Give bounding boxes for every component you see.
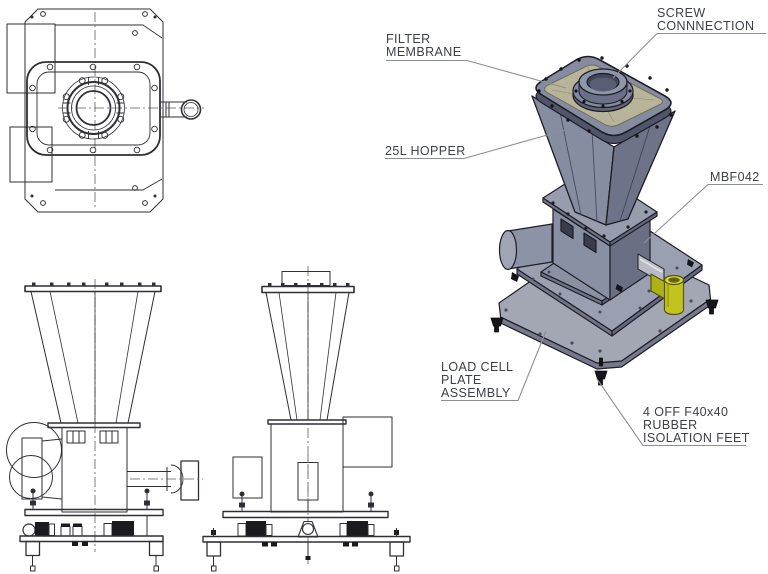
callout-25l-hopper: 25L HOPPER xyxy=(385,145,466,158)
upper-plate xyxy=(222,510,389,519)
motor-housing-side xyxy=(342,416,393,468)
top-view xyxy=(6,8,204,213)
leader-isolation-feet xyxy=(596,378,746,447)
upper-plate-holes xyxy=(531,266,679,314)
load-cell-bolt xyxy=(687,259,694,268)
screw-connection-circle xyxy=(75,90,112,126)
motor-bracket xyxy=(21,437,43,500)
isolation-foot xyxy=(25,540,164,572)
plate-corner-holes xyxy=(40,11,148,206)
lower-plate xyxy=(19,535,164,543)
leader-mbf042 xyxy=(643,183,763,244)
callout-screw-connection: SCREW CONNNECTION xyxy=(657,7,754,33)
elbow-arc xyxy=(170,464,184,494)
hopper-flange-outline xyxy=(26,61,161,156)
base-plate-holes xyxy=(504,299,693,353)
plate-bolts xyxy=(239,491,374,511)
front-view xyxy=(6,279,203,572)
vent-slot xyxy=(99,430,119,444)
screw-connection-circle xyxy=(66,81,121,135)
inner-plate-edge xyxy=(55,178,163,191)
screw-bolt-circle xyxy=(62,77,125,139)
inner-plate-edge xyxy=(55,24,163,39)
isolation-foot xyxy=(206,541,405,572)
vent-slot xyxy=(66,430,86,444)
plate-bolts xyxy=(30,488,150,509)
hopper-outline xyxy=(265,292,350,421)
flange-bolts xyxy=(268,283,350,287)
centerlines xyxy=(58,12,204,209)
hopper-flange-inner xyxy=(36,71,151,146)
bracket-side xyxy=(232,456,263,499)
body-plate-bolts xyxy=(551,201,648,238)
side-view xyxy=(202,266,411,572)
callout-line: 25L HOPPER xyxy=(385,144,466,158)
callout-filter-membrane: FILTER MEMBRANE xyxy=(386,33,461,59)
flange-bolts xyxy=(32,282,156,286)
yellow-cylinder xyxy=(663,279,685,316)
lower-plate xyxy=(202,535,411,543)
plate-corner-dots xyxy=(30,15,157,198)
hopper-top-plate xyxy=(24,285,162,293)
feeder-body xyxy=(270,423,344,513)
callout-line: 4 OFF F40x40 xyxy=(643,405,729,419)
load-cells xyxy=(22,516,148,537)
flange-bolt-holes xyxy=(29,63,158,154)
elbow-flange xyxy=(180,460,200,501)
base-plate-top-outline xyxy=(24,8,164,213)
hopper-folds xyxy=(278,292,337,421)
isometric-view xyxy=(490,55,719,386)
callout-isolation-feet: 4 OFF F40x40 RUBBER ISOLATION FEET xyxy=(643,406,750,445)
callout-line: CONNNECTION xyxy=(657,18,755,33)
clamp-slots xyxy=(62,77,125,139)
leader-load-cell-plate xyxy=(441,330,547,402)
hopper-outline xyxy=(30,291,156,424)
outlet-tube-top xyxy=(160,99,202,120)
vent-hole xyxy=(583,232,597,254)
callout-line: LOAD CELL xyxy=(441,360,514,374)
flange-rim-bolts xyxy=(537,56,673,138)
screw-flange-bolts xyxy=(574,89,632,108)
callout-line: MBF042 xyxy=(710,170,760,184)
load-cells xyxy=(237,520,375,538)
callout-line: FILTER xyxy=(386,32,431,46)
leader-filter-membrane xyxy=(386,59,567,89)
leader-screw-connection xyxy=(612,32,766,79)
callout-load-cell-plate: LOAD CELL PLATE ASSEMBLY xyxy=(441,361,513,400)
callout-leaders xyxy=(385,32,766,447)
upper-plate xyxy=(24,508,164,517)
hopper-bottom-flange xyxy=(267,419,347,425)
callout-line: ISOLATION FEET xyxy=(643,430,750,445)
rubber-foot xyxy=(490,299,719,386)
top-stub xyxy=(281,271,331,286)
feeder-body xyxy=(61,427,128,513)
motor-end-cap xyxy=(498,229,518,271)
motor-circle xyxy=(6,422,62,478)
callout-line: SCREW xyxy=(657,6,706,20)
callout-line: MEMBRANE xyxy=(386,44,462,59)
callout-line: RUBBER xyxy=(643,417,698,432)
load-cell-bolt xyxy=(511,272,519,282)
callout-mbf042: MBF042 xyxy=(710,171,760,184)
callout-line: ASSEMBLY xyxy=(441,385,511,400)
motor-housing-top-outline xyxy=(6,23,56,94)
hopper-bottom-flange xyxy=(47,422,141,429)
callout-line: PLATE xyxy=(441,372,482,387)
body-stud xyxy=(615,284,623,293)
screw-connection-circle xyxy=(62,76,125,140)
vent-hole xyxy=(560,218,574,240)
hopper-folds xyxy=(49,291,139,424)
leader-25l-hopper xyxy=(385,129,566,160)
screw-connection-circle xyxy=(71,85,116,131)
